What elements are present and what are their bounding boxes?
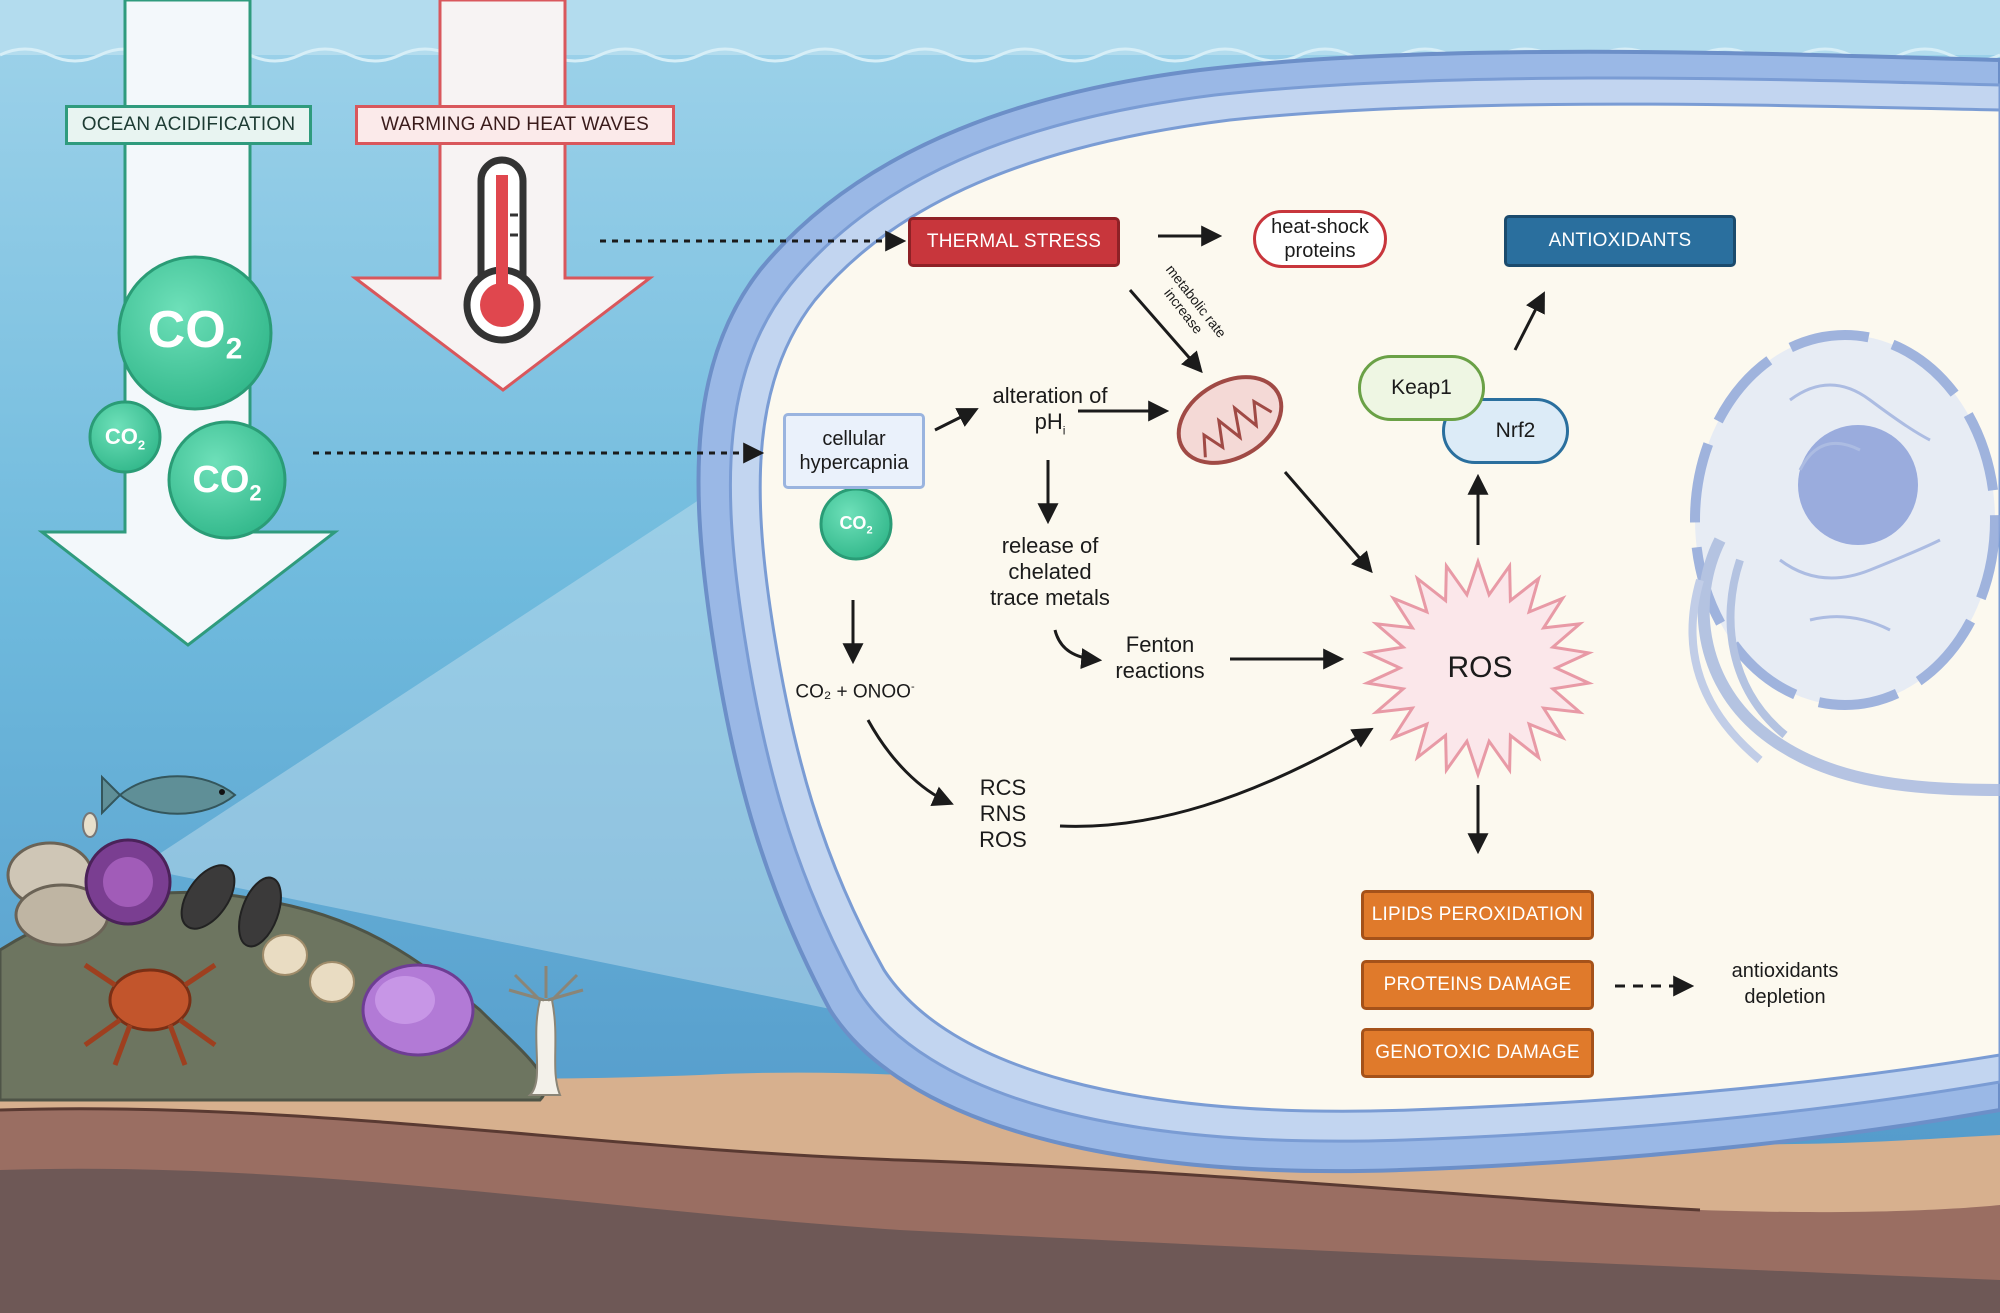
nrf2-pill: Nrf2 [1442,398,1569,464]
antioxidants-depletion-label: antioxidants depletion [1731,960,1839,1008]
reactive-species-item: ROS [979,827,1027,852]
sea-urchin [84,838,172,926]
lipids-peroxidation-box: LIPIDS PEROXIDATION [1361,890,1594,940]
cytoplasm [758,102,2000,1113]
cellular-hypercapnia-box: cellular hypercapnia [783,413,925,489]
onoo-to-reactive-arrow [866,719,954,806]
hypercapnia-to-ph-arrow [934,408,979,432]
co2-small-text: CO2 [104,424,146,453]
sea-anemone [508,966,584,1096]
co2-medium-text: CO2 [192,459,262,506]
sediment-line [0,1107,1701,1212]
cell-co2-bubble [819,487,893,561]
co2-bubble-small [88,400,162,474]
mitochondrion-icon [1176,375,1284,465]
small-organism [82,812,98,838]
ros-label: ROS [1447,651,1513,684]
co2-onoo-label: CO₂ + ONOO- [795,681,915,703]
co2-bubble-large [117,255,273,411]
clams [262,934,355,1003]
proteins-damage-box: PROTEINS DAMAGE [1361,960,1594,1010]
reactive-species-item: RCS [979,775,1027,800]
metals-to-fenton-arrow [1053,629,1103,670]
thermal-to-mito-arrow [1128,289,1203,374]
heat-shock-proteins-pill: heat-shock proteins [1253,210,1387,268]
arrows [313,225,1695,997]
crab [83,962,217,1066]
fish [101,774,237,816]
reactive-species-list: RCS RNS ROS [970,775,1036,853]
co2-large-text: CO2 [147,301,243,366]
reactive-to-ros-arrow [1059,727,1374,828]
reactive-species-item: RNS [979,801,1027,826]
genotoxic-damage-box: GENOTOXIC DAMAGE [1361,1028,1594,1078]
fenton-reactions-label: Fenton reactions [1115,632,1205,683]
antioxidants-box: ANTIOXIDANTS [1504,215,1736,267]
sea-surface [0,0,2000,55]
nrf2-to-antioxidants-arrow [1513,291,1545,351]
ocean-acidification-label: OCEAN ACIDIFICATION [65,105,312,145]
mito-to-ros-arrow [1283,471,1373,574]
sediment-bottom-layer [0,1168,2000,1313]
nucleus-organelle [1688,330,2000,796]
co2-bubbles [88,255,287,540]
oysters [6,841,110,947]
mussels [180,864,282,948]
release-metals-label: release of chelated trace metals [990,533,1110,610]
cell-co2-text: CO2 [839,513,873,537]
coral [361,963,475,1057]
ros-burst-icon [1361,556,1595,780]
alteration-ph-label: alteration of pHi [992,383,1108,438]
thermal-stress-box: THERMAL STRESS [908,217,1120,267]
keap1-pill: Keap1 [1358,355,1485,421]
warming-label: WARMING AND HEAT WAVES [355,105,675,145]
co2-bubble-medium [167,420,287,540]
thermometer-icon [463,156,541,344]
